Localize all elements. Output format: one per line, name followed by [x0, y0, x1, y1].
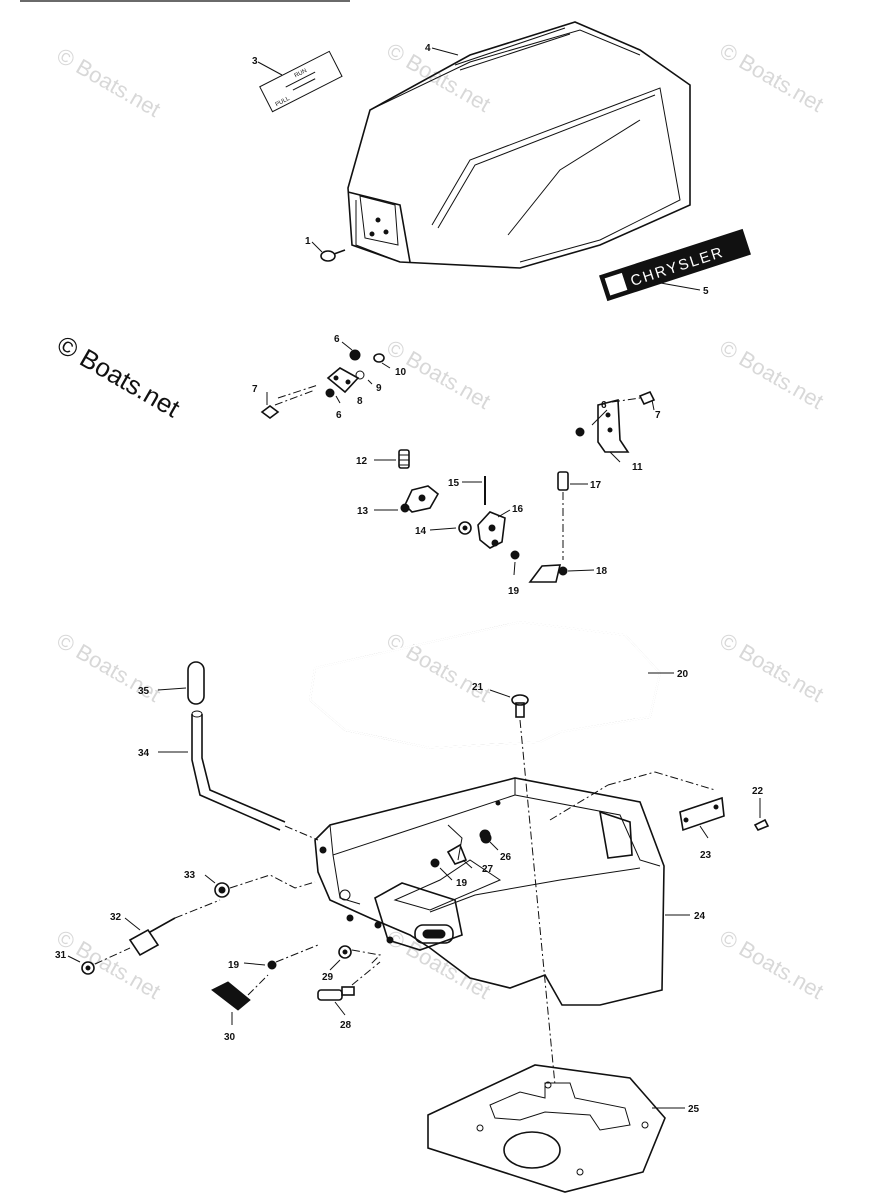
- callout-21: 21: [472, 682, 484, 693]
- callout-17: 17: [590, 480, 602, 491]
- leader-lines: [67, 47, 761, 1109]
- callout-15: 15: [448, 478, 460, 489]
- watermark: © Boats.net: [716, 925, 828, 1004]
- callout-5: 5: [703, 286, 709, 297]
- seal-part-20: [308, 620, 662, 750]
- callout-29: 29: [322, 972, 334, 983]
- knob-part-32: [128, 899, 221, 957]
- callout-14: 14: [415, 526, 427, 537]
- callout-20: 20: [677, 669, 689, 680]
- latch-part-16: [477, 511, 506, 549]
- callout-23: 23: [700, 850, 712, 861]
- callout-35: 35: [138, 686, 150, 697]
- callout-6b: 6: [336, 410, 342, 421]
- latch-part-13: [400, 485, 440, 513]
- watermark: © Boats.net: [53, 43, 165, 122]
- watermarks: © Boats.net © Boats.net © Boats.net © Bo…: [52, 38, 828, 1004]
- clamp-part-30: [211, 974, 269, 1011]
- callout-32: 32: [110, 912, 122, 923]
- screw-part-22: [753, 818, 770, 831]
- callout-19b: 19: [456, 878, 468, 889]
- decal-run-text: RUN: [294, 68, 308, 79]
- callout-4: 4: [425, 43, 431, 54]
- callout-28: 28: [340, 1020, 352, 1031]
- screw-part-12: [398, 449, 410, 469]
- plate-part-23: [549, 771, 725, 832]
- nut-part-19-lower: [267, 858, 440, 970]
- callout-33: 33: [184, 870, 196, 881]
- callout-31: 31: [55, 950, 67, 961]
- callout-6c: 6: [601, 400, 607, 411]
- callout-27: 27: [482, 864, 494, 875]
- callout-12: 12: [356, 456, 368, 467]
- grip-part-35: [187, 661, 205, 705]
- callout-6a: 6: [334, 334, 340, 345]
- callout-3: 3: [252, 56, 258, 67]
- washer-part-31: [81, 947, 131, 975]
- screw-part-7: [260, 384, 656, 419]
- nut-part-6: [325, 349, 585, 437]
- callout-22: 22: [752, 786, 764, 797]
- base-gasket-part-25: [427, 1064, 666, 1193]
- watermark-prominent: © Boats.net: [52, 329, 186, 423]
- screw-part-10: [373, 353, 385, 363]
- callout-19c: 19: [228, 960, 240, 971]
- callout-18: 18: [596, 566, 608, 577]
- callout-labels: 3 4 5 1 6 10 9 8 6 7 6 7 11 12 13 14 15 …: [55, 43, 764, 1115]
- watermark: © Boats.net: [53, 925, 165, 1004]
- lower-pan-part-24: [314, 777, 665, 1006]
- callout-7b: 7: [655, 410, 661, 421]
- fitting-part-28: [317, 961, 381, 1001]
- callout-11: 11: [632, 462, 643, 473]
- screw-part-21: [511, 694, 556, 1086]
- callout-16: 16: [512, 504, 524, 515]
- screw-part-1: [320, 249, 346, 262]
- nut-part-33: [214, 874, 316, 898]
- callout-24: 24: [694, 911, 706, 922]
- bracket-part-27: [446, 843, 468, 865]
- callout-7a: 7: [252, 384, 258, 395]
- watermark: © Boats.net: [716, 335, 828, 414]
- callout-34: 34: [138, 748, 150, 759]
- choke-decal-part-3: RUN PULL: [259, 50, 343, 113]
- washer-part-9: [355, 370, 365, 380]
- callout-9: 9: [376, 383, 382, 394]
- callout-25: 25: [688, 1104, 700, 1115]
- engine-hood-part-4: [347, 21, 691, 269]
- callout-26: 26: [500, 852, 512, 863]
- nut-part-19: [510, 550, 520, 560]
- screw-part-17: [557, 471, 569, 560]
- callout-1: 1: [305, 236, 311, 247]
- handle-rod-part-34: [191, 710, 319, 841]
- bracket-part-11: [597, 398, 630, 453]
- hook-part-18: [528, 564, 568, 583]
- nut-part-26: [480, 832, 492, 844]
- nut-part-29: [338, 945, 382, 966]
- chrysler-decal-part-5: CHRYSLER: [599, 228, 751, 302]
- callout-30: 30: [224, 1032, 236, 1043]
- callout-19a: 19: [508, 586, 520, 597]
- watermark: © Boats.net: [716, 38, 828, 117]
- callout-10: 10: [395, 367, 407, 378]
- watermark: © Boats.net: [716, 628, 828, 707]
- callout-13: 13: [357, 506, 369, 517]
- hinge-bracket-part-8: [326, 367, 360, 394]
- washer-part-14: [458, 521, 472, 535]
- callout-8: 8: [357, 396, 363, 407]
